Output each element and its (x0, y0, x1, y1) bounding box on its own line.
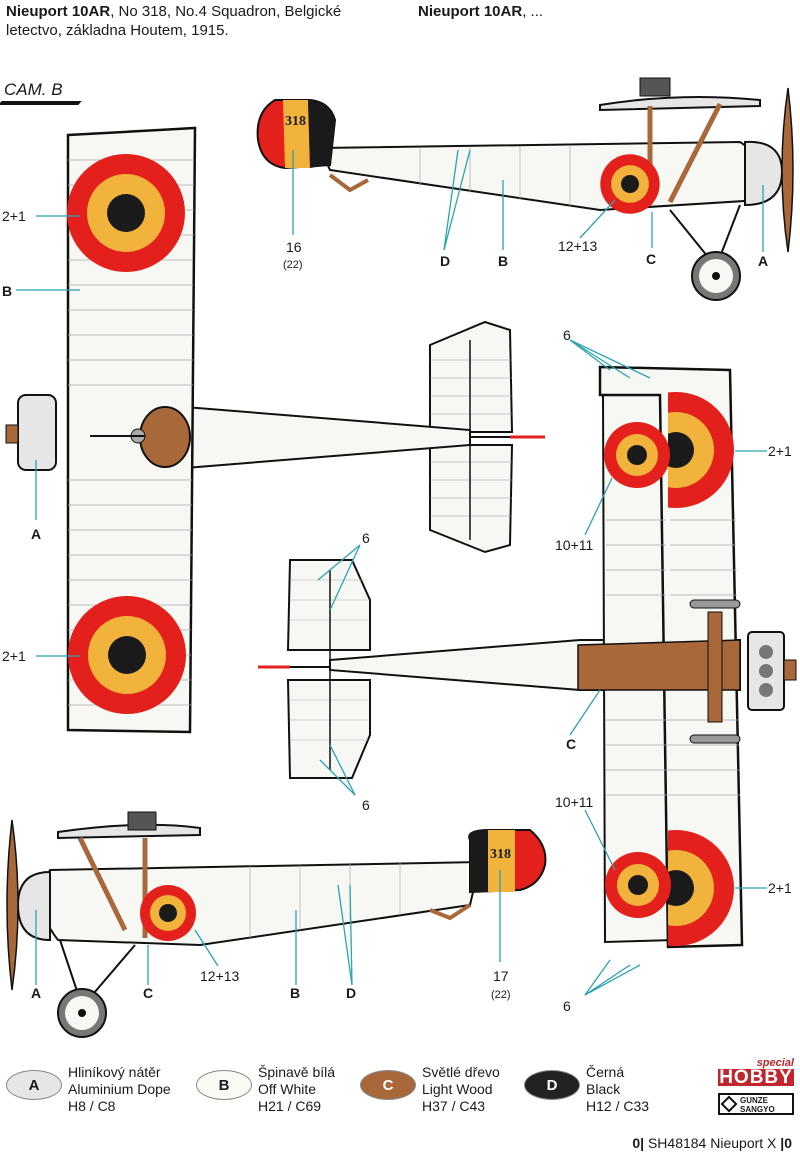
callout-a-top: A (31, 526, 41, 542)
footer-page-b: |0 (780, 1135, 792, 1151)
legend-swatch-c: C (360, 1070, 416, 1100)
side-left-fuselage (40, 860, 482, 947)
legend-c-ref: H37 / C43 (422, 1098, 486, 1114)
side-right-roundel (600, 154, 660, 214)
top-view-wing (66, 126, 197, 734)
callout-roundel-top-2: 2+1 (2, 648, 26, 664)
callout-tail-right: 16 (286, 239, 302, 255)
side-view-left: 318 (6, 811, 547, 1038)
callout-roundel-bottom-1: 2+1 (768, 443, 792, 459)
legend-c-en: Light Wood (422, 1081, 493, 1097)
legend-text-a: Hliníkový nátěr Aluminium Dope H8 / C8 (68, 1064, 171, 1115)
callout-leaders (16, 149, 767, 996)
callout-c-bottom: C (566, 736, 576, 752)
callout-fuselage-roundel-left: 12+13 (200, 968, 240, 984)
header-right-desc: , ... (522, 3, 544, 20)
header-right-title: Nieuport 10AR (418, 3, 523, 20)
special-hobby-logo-top: special (756, 1057, 794, 1069)
footer-code: SH48184 (647, 1135, 707, 1151)
legend-b-ref: H21 / C69 (258, 1098, 322, 1114)
callout-b-top: B (2, 283, 12, 299)
bottom-view (258, 365, 797, 949)
legend-swatch-a: A (6, 1070, 62, 1100)
callout-c-right: C (646, 251, 656, 267)
legend-b-en: Off White (258, 1081, 317, 1097)
callout-stencil-3: 6 (362, 797, 370, 813)
legend-swatch-b: B (196, 1070, 252, 1100)
gunze-logo-line1: GUNZE (740, 1096, 768, 1105)
legend-text-d: Černá Black H12 / C33 (586, 1064, 649, 1115)
camo-label: CAM. B (4, 80, 63, 99)
bottom-view-roundel-upper (604, 422, 670, 488)
callout-c-left: C (143, 985, 153, 1001)
footer-page-a: 0| (632, 1135, 645, 1151)
callout-tail-right-sub: (22) (283, 259, 303, 271)
legend-b-cz: Špinavě bílá (258, 1064, 336, 1080)
callout-d-right: D (440, 253, 450, 269)
callout-stencil-2: 6 (362, 530, 370, 546)
header-left-title: Nieuport 10AR (6, 3, 111, 20)
gunze-logo-icon (720, 1095, 738, 1113)
aircraft-artwork: 318 318 (2, 77, 797, 1038)
side-view-right: 318 (256, 77, 794, 301)
callout-stencil-1: 6 (563, 327, 571, 343)
legend-a-ref: H8 / C8 (68, 1098, 116, 1114)
top-view (5, 126, 545, 734)
legend-d-ref: H12 / C33 (586, 1098, 650, 1114)
callout-wing-roundel-1: 10+11 (555, 537, 593, 553)
callout-roundel-top-1: 2+1 (2, 208, 26, 224)
legend-text-c: Světlé dřevo Light Wood H37 / C43 (422, 1064, 500, 1115)
top-view-cowling (17, 394, 57, 471)
gunze-sangyo-logo: GUNZE SANGYO (718, 1093, 794, 1115)
side-right-tail-serial: 318 (285, 114, 306, 129)
gunze-logo-line2: SANGYO (740, 1105, 775, 1114)
header-left-desc: , No 318, No.4 Squadron, Belgické letect… (6, 3, 342, 39)
callout-wing-roundel-2: 10+11 (555, 794, 593, 810)
footer: 0| SH48184 Nieuport X |0 (632, 1135, 792, 1151)
special-hobby-logo-main: HOBBY (718, 1067, 794, 1088)
callout-labels: 2+1 B A 2+1 16 (22) D B 12+13 C A 6 2+1 … (2, 208, 792, 1014)
legend-a-cz: Hliníkový nátěr (68, 1064, 161, 1080)
callout-fuselage-roundel-right: 12+13 (558, 238, 598, 254)
callout-tail-left-sub: (22) (491, 989, 511, 1001)
legend-text-b: Špinavě bílá Off White H21 / C69 (258, 1064, 335, 1115)
top-view-tailplane (429, 320, 514, 554)
bottom-view-wood-belly (577, 639, 741, 691)
footer-title: Nieuport X (710, 1135, 777, 1151)
legend-d-cz: Černá (586, 1064, 625, 1080)
side-right-propeller (781, 87, 794, 253)
side-left-cowling (16, 870, 51, 942)
callout-b-right: B (498, 253, 508, 269)
legend-d-en: Black (586, 1081, 621, 1097)
callout-tail-left: 17 (493, 968, 509, 984)
legend-c-cz: Světlé dřevo (422, 1064, 500, 1080)
header-left: Nieuport 10AR, No 318, No.4 Squadron, Be… (6, 2, 386, 40)
side-left-propeller (6, 819, 19, 991)
side-left-tail-serial: 318 (490, 847, 511, 862)
special-hobby-logo: special HOBBY (718, 1057, 794, 1088)
callout-d-left: D (346, 985, 356, 1001)
legend-a-en: Aluminium Dope (68, 1081, 171, 1097)
bottom-view-roundel-lower (605, 852, 671, 918)
top-view-roundel-lower (68, 596, 186, 714)
top-view-cockpit (139, 406, 191, 468)
callout-stencil-4: 6 (563, 998, 571, 1014)
callout-a-left: A (31, 985, 41, 1001)
callout-roundel-bottom-2: 2+1 (768, 880, 792, 896)
callout-b-left: B (290, 985, 300, 1001)
legend-swatch-d: D (524, 1070, 580, 1100)
top-view-roundel-upper (67, 154, 185, 272)
callout-a-right: A (758, 253, 768, 269)
header-right: Nieuport 10AR, ... (418, 2, 543, 21)
